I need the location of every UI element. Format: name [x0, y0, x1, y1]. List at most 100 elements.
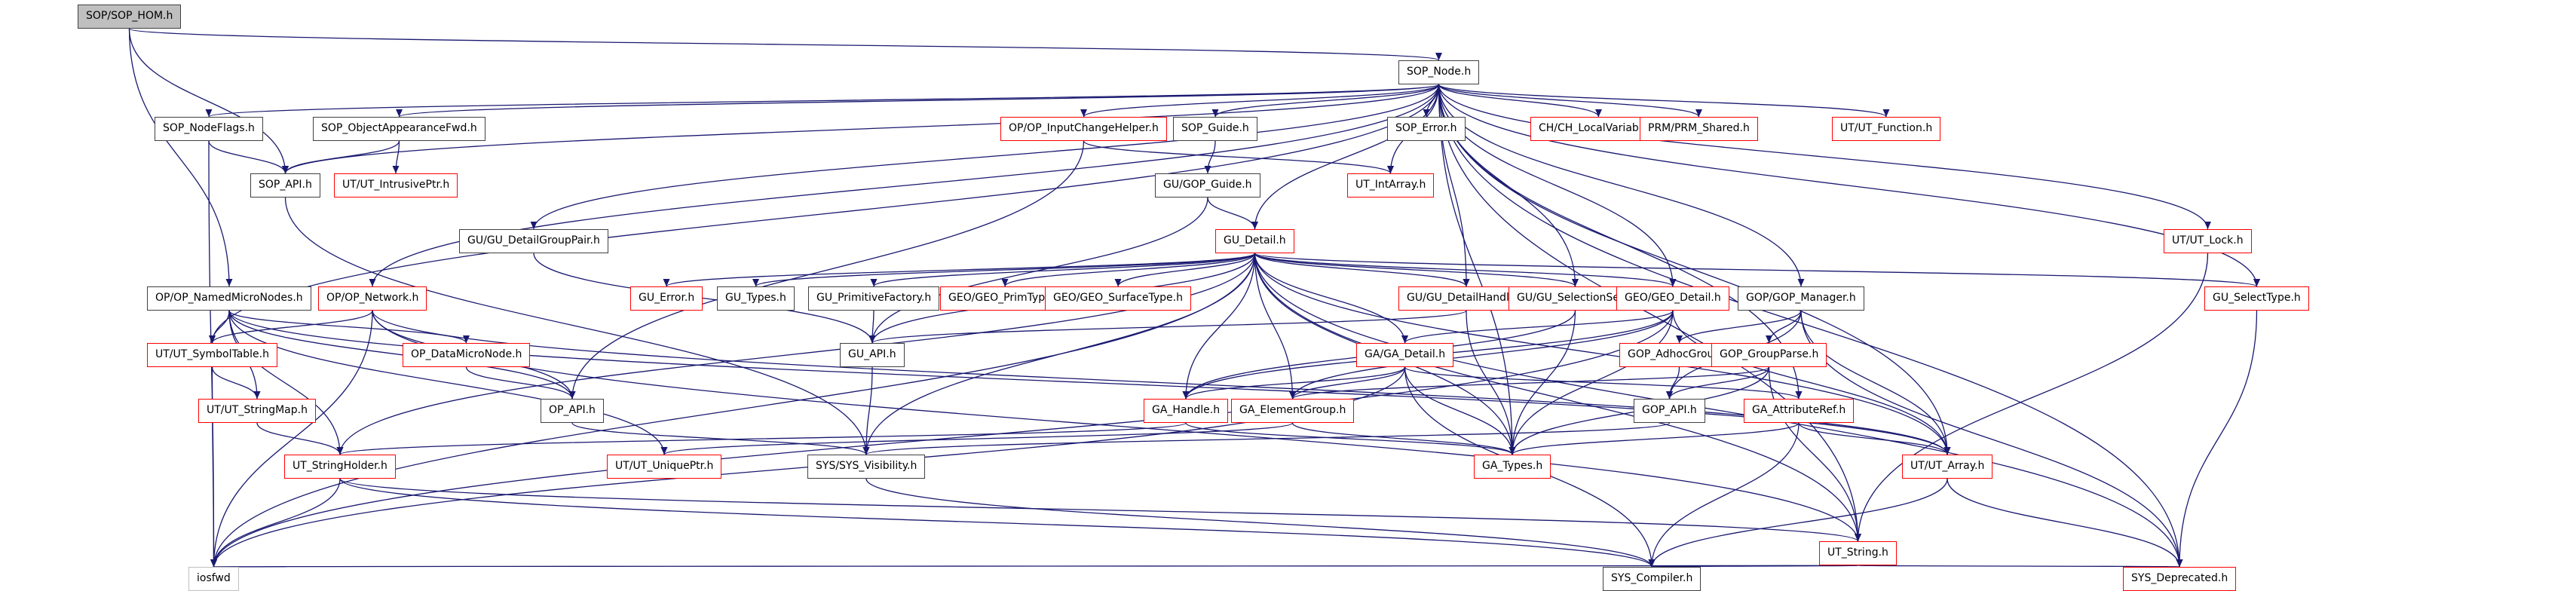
graph-node-ut-uniqueptr[interactable]: UT/UT_UniquePtr.h: [607, 455, 722, 479]
graph-node-sys-deprecated[interactable]: SYS_Deprecated.h: [2123, 567, 2237, 591]
edge-gu_detailhandle-to-ga_types: [1466, 310, 1513, 455]
graph-node-op-namedmicro[interactable]: OP/OP_NamedMicroNodes.h: [147, 286, 311, 311]
arrowhead-gop_api-to-sys_visibility: [862, 447, 870, 455]
edge-sop_node-to-geo_detail: [1438, 84, 1674, 287]
graph-node-gop-groupparse[interactable]: GOP_GroupParse.h: [1711, 343, 1827, 367]
graph-node-sys-visibility[interactable]: SYS/SYS_Visibility.h: [807, 455, 926, 479]
graph-node-sop-guide[interactable]: SOP_Guide.h: [1173, 117, 1257, 141]
edge-ga_handle-to-ga_types: [1185, 422, 1513, 455]
arrowhead-gop_groupparse-to-gop_api: [1666, 391, 1673, 399]
edge-sop_node-to-sys_deprecated: [1438, 84, 2180, 568]
graph-node-sop-api[interactable]: SOP_API.h: [250, 173, 320, 198]
graph-node-ga-elementgroup[interactable]: GA_ElementGroup.h: [1231, 399, 1355, 423]
edge-gu_detail-to-gu_detailhandle: [1254, 253, 1467, 287]
edge-sop_hom-to-sop_api: [128, 28, 286, 174]
graph-node-geo-surfacetype[interactable]: GEO/GEO_SurfaceType.h: [1045, 286, 1191, 311]
graph-node-ut-function[interactable]: UT/UT_Function.h: [1832, 117, 1941, 141]
graph-node-op-api[interactable]: OP_API.h: [541, 399, 604, 423]
arrowhead-gop_manager-to-gop_groupparse: [1766, 335, 1772, 343]
arrowhead-geo_detail-to-ga_detail: [1401, 335, 1408, 343]
graph-node-gu-error[interactable]: GU_Error.h: [630, 286, 703, 311]
graph-node-prm-shared[interactable]: PRM/PRM_Shared.h: [1640, 117, 1758, 141]
edge-sys_visibility-to-sys_compiler: [865, 478, 1652, 568]
edge-gop_groupparse-to-ga_elementgroup: [1291, 366, 1770, 400]
edge-gu_detail-to-ut_stringholder: [339, 253, 1256, 455]
arrowhead-op_datamicro-to-op_api: [568, 391, 576, 399]
arrowhead-sop_node-to-sop_nodeflags: [205, 109, 213, 117]
edge-gu_detail-to-ut_array: [1254, 253, 1948, 455]
graph-node-gop-guide[interactable]: GU/GOP_Guide.h: [1155, 173, 1260, 198]
graph-node-ut-stringholder[interactable]: UT_StringHolder.h: [284, 455, 396, 479]
edge-gop_api-to-sys_visibility: [865, 422, 1671, 455]
graph-node-gop-manager[interactable]: GOP/GOP_Manager.h: [1738, 286, 1864, 311]
edge-sop_objappfwd-to-sop_api: [284, 140, 400, 174]
edge-ut_stringmap-to-ut_stringholder: [256, 422, 341, 455]
edge-gu_detail-to-iosfwd: [213, 253, 1256, 568]
graph-node-gop-api[interactable]: GOP_API.h: [1634, 399, 1705, 423]
arrowhead-gu_detail-to-geo_surfacetype: [1114, 279, 1122, 286]
graph-node-sop-error[interactable]: SOP_Error.h: [1387, 117, 1466, 141]
edge-gu_detail-to-geo_surfacetype: [1117, 253, 1256, 287]
graph-node-ga-detail[interactable]: GA/GA_Detail.h: [1356, 343, 1454, 367]
edge-gu_selecttype-to-sys_deprecated: [2179, 310, 2258, 568]
edge-ut_stringholder-to-sys_compiler: [339, 478, 1652, 568]
graph-node-sop-node[interactable]: SOP_Node.h: [1398, 60, 1480, 84]
arrowhead-gu_detail-to-gu_primfactory: [870, 279, 878, 286]
graph-node-ga-handle[interactable]: GA_Handle.h: [1144, 399, 1229, 423]
graph-node-op-inputchange[interactable]: OP/OP_InputChangeHelper.h: [1000, 117, 1167, 141]
graph-node-sop-hom[interactable]: SOP/SOP_HOM.h: [78, 5, 182, 29]
edge-gu_detail-to-gu_selecttype: [1254, 253, 2258, 287]
graph-node-op-datamicro[interactable]: OP_DataMicroNode.h: [403, 343, 531, 367]
arrowhead-op_namedmicro-to-op_datamicro: [463, 335, 470, 343]
arrowhead-ut_stringholder-to-ut_string: [1855, 534, 1861, 541]
graph-node-ut-symboltable[interactable]: UT/UT_SymbolTable.h: [147, 343, 277, 367]
graph-node-ut-intarray[interactable]: UT_IntArray.h: [1347, 173, 1435, 198]
graph-node-op-network[interactable]: OP/OP_Network.h: [318, 286, 427, 311]
edge-ga_elementgroup-to-ut_uniqueptr: [663, 422, 1294, 455]
edge-geo_detail-to-iosfwd: [213, 310, 1674, 568]
graph-node-ut-array[interactable]: UT/UT_Array.h: [1902, 455, 1993, 479]
arrowhead-ga_attributeref-to-ut_array: [1943, 447, 1951, 455]
graph-node-ut-string[interactable]: UT_String.h: [1819, 541, 1897, 565]
graph-node-sop-objappfwd[interactable]: SOP_ObjectAppearanceFwd.h: [313, 117, 485, 141]
arrowhead-gu_detail-to-gu_selectionset: [1572, 279, 1579, 286]
graph-node-ut-lock[interactable]: UT/UT_Lock.h: [2164, 229, 2252, 253]
graph-node-gu-api[interactable]: GU_API.h: [840, 343, 905, 367]
graph-node-gu-primfactory[interactable]: GU_PrimitiveFactory.h: [808, 286, 940, 311]
arrowhead-op_network-to-ut_symboltable: [209, 335, 216, 343]
edge-gu_detail-to-ut_string: [1254, 253, 1859, 542]
graph-node-sys-compiler[interactable]: SYS_Compiler.h: [1603, 567, 1702, 591]
graph-node-ga-types[interactable]: GA_Types.h: [1474, 455, 1551, 479]
edge-ut_stringholder-to-iosfwd: [213, 478, 341, 568]
edge-geo_detail-to-ga_detail: [1404, 310, 1674, 344]
graph-node-gu-types[interactable]: GU_Types.h: [717, 286, 795, 311]
edge-op_api-to-sys_visibility: [571, 422, 867, 455]
edge-gop_groupparse-to-ut_string: [1768, 366, 1859, 542]
graph-node-gu-detail[interactable]: GU_Detail.h: [1215, 229, 1294, 253]
edge-sop_nodeflags-to-sop_api: [208, 140, 286, 174]
arrowhead-ga_detail-to-ga_handle: [1182, 391, 1190, 399]
graph-node-sop-nodeflags[interactable]: SOP_NodeFlags.h: [155, 117, 263, 141]
graph-node-geo-detail[interactable]: GEO/GEO_Detail.h: [1616, 286, 1729, 311]
edge-ga_elementgroup-to-ga_types: [1291, 422, 1513, 455]
arrowhead-gu_detail-to-geo_detail: [1669, 279, 1677, 286]
edge-gu_detail-to-ga_detail: [1254, 253, 1406, 344]
arrowhead-sop_node-to-op_network: [369, 279, 376, 286]
graph-node-gu-detailgrouppair[interactable]: GU/GU_DetailGroupPair.h: [459, 229, 608, 253]
graph-node-gu-selecttype[interactable]: GU_SelectType.h: [2204, 286, 2309, 311]
graph-node-iosfwd[interactable]: iosfwd: [188, 567, 239, 591]
graph-node-ut-stringmap[interactable]: UT/UT_StringMap.h: [198, 399, 316, 423]
arrowhead-gu_detail-to-gu_detailhandle: [1463, 279, 1470, 286]
graph-node-ut-intrusiveptr[interactable]: UT/UT_IntrusivePtr.h: [334, 173, 458, 198]
arrowhead-sop_objappfwd-to-ut_intrusiveptr: [392, 166, 400, 173]
edge-gu_detail-to-gu_error: [666, 253, 1256, 287]
graph-node-ga-attributeref[interactable]: GA_AttributeRef.h: [1744, 399, 1855, 423]
edge-gu_detail-to-gu_selectionset: [1254, 253, 1576, 287]
edge-gu_detail-to-ga_elementgroup: [1254, 253, 1294, 400]
arrowhead-ga_attributeref-to-ga_types: [1509, 447, 1516, 455]
edge-sop_node-to-ch_localvar: [1438, 84, 1600, 118]
edge-op_namedmicro-to-op_api: [228, 310, 573, 400]
edge-gu_detailhandle-to-gu_api: [871, 310, 1467, 344]
arrowhead-ga_handle-to-ut_stringholder: [336, 447, 344, 455]
edge-geo_detail-to-ga_elementgroup: [1291, 310, 1674, 400]
